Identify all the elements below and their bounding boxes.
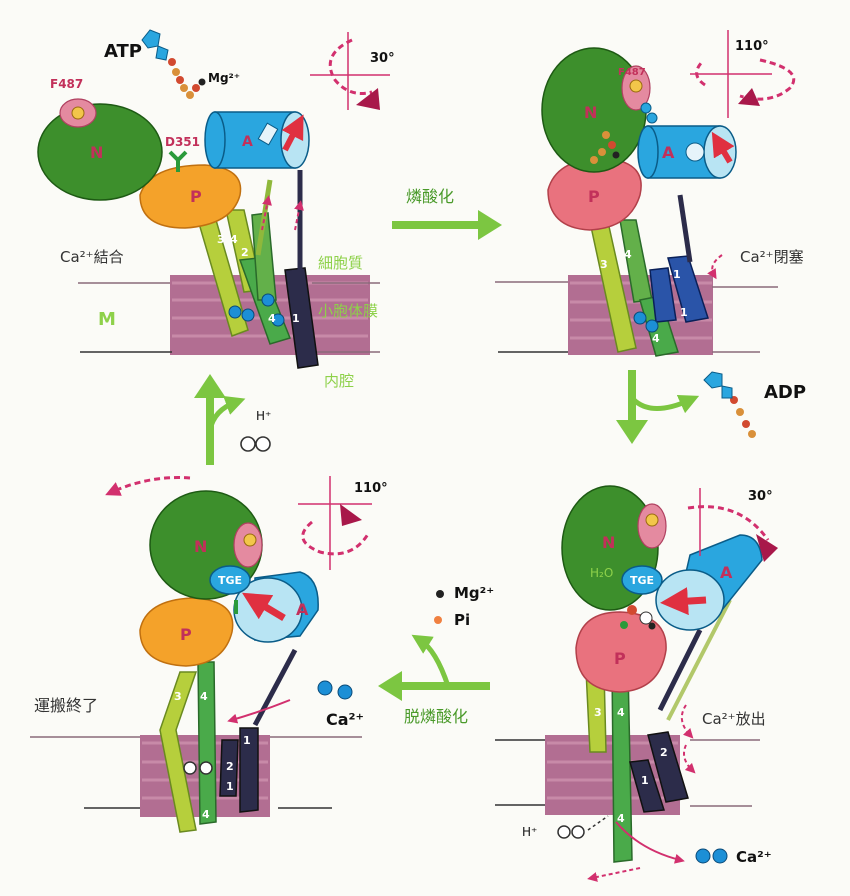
d351-label: D351: [165, 135, 200, 149]
panel-e2p-ca-release: [495, 486, 778, 878]
p-domain-label: P: [614, 649, 626, 668]
helix-label: 4: [230, 233, 238, 246]
helix-label: 1: [641, 774, 649, 787]
f487-residue: [72, 107, 84, 119]
panel-e1p-ca-occluded: [495, 30, 794, 356]
helix-label: 4: [652, 332, 660, 345]
p-domain-label: P: [190, 187, 202, 206]
helix-label: 1: [243, 734, 251, 747]
rotation-label-30: 30°: [370, 51, 395, 66]
n-domain-label: N: [194, 537, 207, 556]
helix-label: 4: [617, 812, 625, 825]
transition-dephosphorylation: [318, 590, 490, 701]
a-domain-tilted: [656, 535, 762, 630]
helix-label: 2: [226, 760, 234, 773]
helix-label: 3: [600, 258, 608, 271]
a-domain-cylinder: [638, 126, 736, 178]
helix-label: 4: [202, 808, 210, 821]
f487-label: F487: [50, 77, 83, 91]
ca-occlusion-label: Ca²⁺閉塞: [740, 248, 804, 266]
h2o-label: H₂O: [590, 566, 613, 580]
atp-molecule: [142, 30, 206, 99]
tge-label: TGE: [630, 574, 654, 587]
a-domain-label: A: [242, 134, 253, 150]
helix-label: 3: [174, 690, 182, 703]
helix-label: 1: [673, 268, 681, 281]
helix-label: 4: [617, 706, 625, 719]
p-domain-label: P: [588, 187, 600, 206]
a-domain-label: A: [296, 600, 309, 619]
n-domain-label: N: [584, 103, 597, 122]
n-domain-label: N: [602, 533, 615, 552]
helix-label: 4: [200, 690, 208, 703]
h-plus-label: H⁺: [522, 825, 537, 839]
a-domain-label: A: [720, 563, 733, 582]
a-domain-label: A: [662, 143, 675, 162]
ca-label: Ca²⁺: [326, 710, 364, 729]
helix-label: 1: [226, 780, 234, 793]
transition-phosphorylation: [392, 210, 502, 240]
pi-label: Pi: [454, 611, 470, 629]
helix-label: 2: [241, 246, 249, 259]
helix-label: 1: [680, 306, 688, 319]
rotation-label-110: 110°: [354, 481, 388, 496]
helix-label: 4: [268, 312, 276, 325]
dephosphorylation-label: 脱燐酸化: [404, 707, 468, 726]
sr-membrane-label: 小胞体膜: [318, 302, 378, 320]
p-domain-label: P: [180, 625, 192, 644]
lumen-label: 内腔: [324, 372, 354, 390]
helix-label: 2: [660, 746, 668, 759]
rotation-label-110: 110°: [735, 39, 769, 54]
rotation-indicator-30: [310, 32, 390, 110]
ca-label: Ca²⁺: [736, 848, 772, 866]
adp-label: ADP: [764, 382, 806, 403]
tge-label: TGE: [218, 574, 242, 587]
mg-label: Mg²⁺: [208, 71, 240, 85]
phosphorylation-label: 燐酸化: [406, 187, 454, 206]
cytoplasm-label: 細胞質: [318, 254, 363, 272]
atp-label: ATP: [104, 41, 142, 62]
h-plus-label: H⁺: [256, 409, 271, 423]
helix-label: 4: [624, 248, 632, 261]
f487-label: F487: [618, 67, 646, 78]
helix-label: 1: [292, 312, 300, 325]
m-domain-label: M: [98, 309, 116, 330]
helix-label: 3: [594, 706, 602, 719]
n-domain-label: N: [90, 143, 103, 162]
transport-end-label: 運搬終了: [34, 696, 98, 715]
mg-label: Mg²⁺: [454, 584, 494, 602]
ca-binding-label: Ca²⁺結合: [60, 248, 124, 266]
transition-adp-release: [616, 370, 756, 444]
a-domain-cylinder: [205, 112, 309, 168]
rotation-label-30: 30°: [748, 489, 773, 504]
ca-release-label: Ca²⁺放出: [702, 710, 766, 728]
helix-label: 3: [217, 233, 225, 246]
panel-e2-transport-end: [30, 476, 372, 832]
